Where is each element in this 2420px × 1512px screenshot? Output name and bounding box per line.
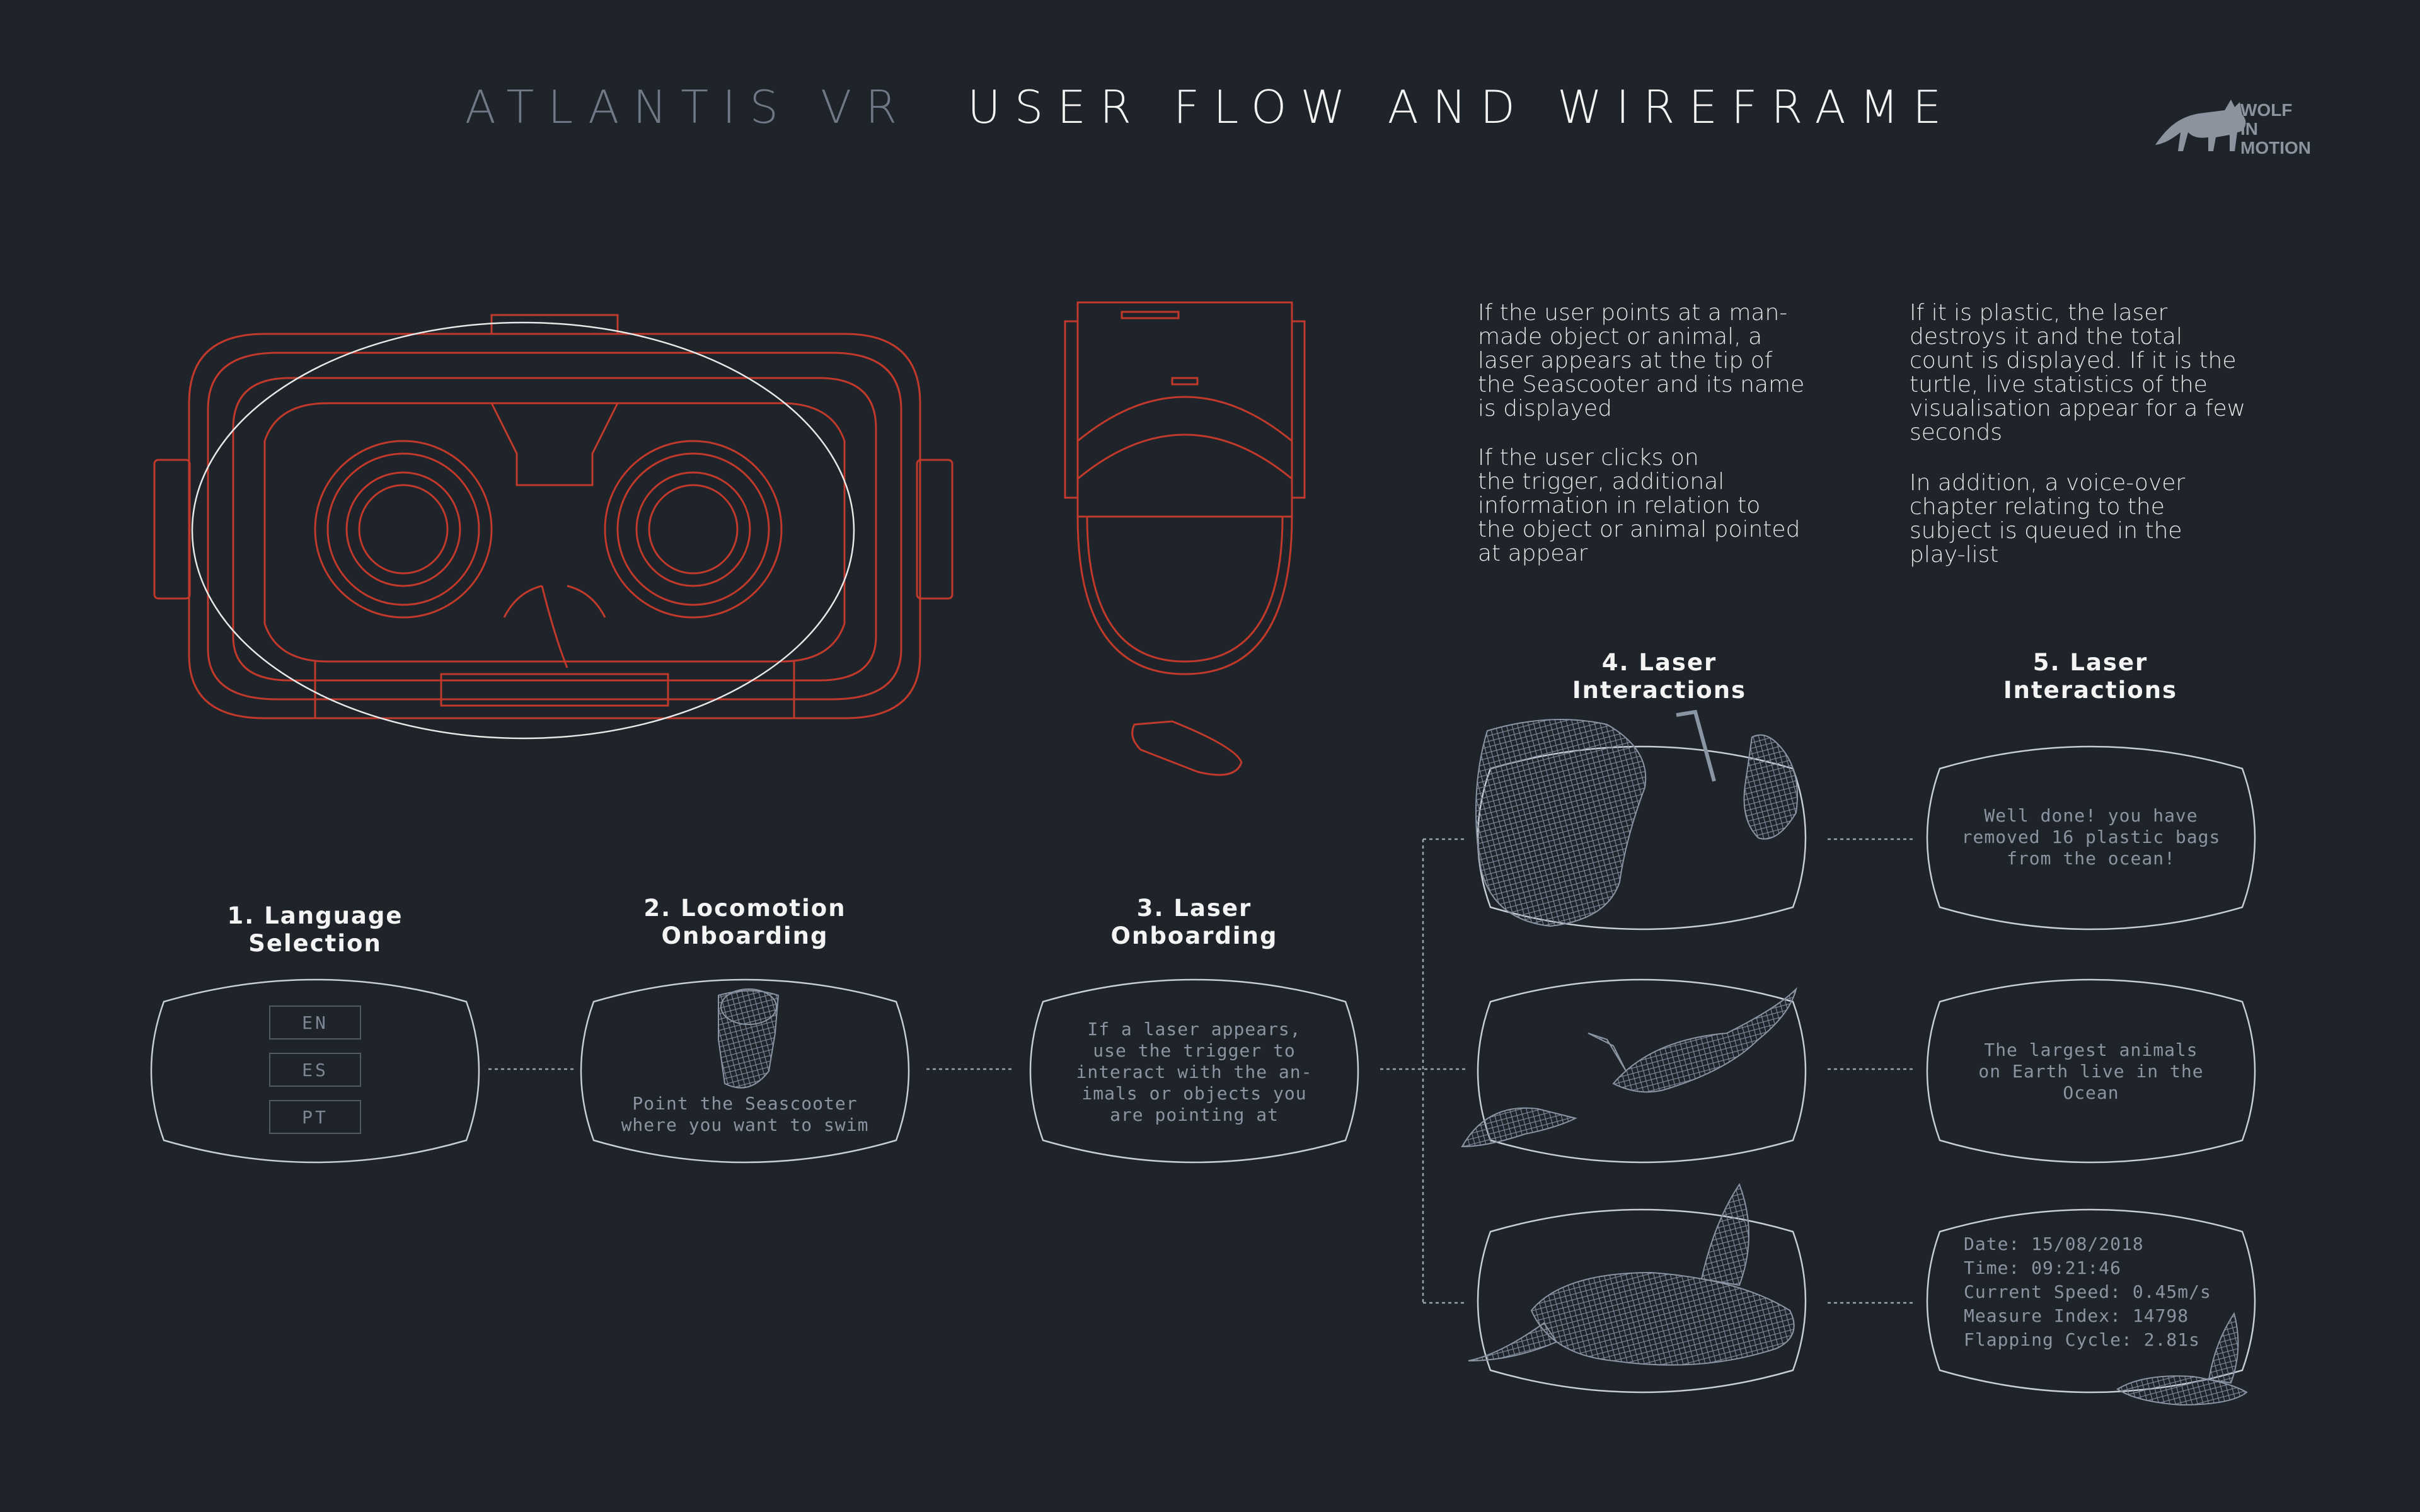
controller-illustration <box>1131 720 1243 776</box>
screen-whale <box>1477 978 1807 1164</box>
locomotion-instruction: Point the Seascooter where you want to s… <box>621 1093 869 1135</box>
screen-result-turtle <box>1926 1208 2256 1394</box>
vr-headset-top-illustration <box>1064 301 1306 675</box>
whale-fact-message: The largest animals on Earth live in the… <box>1978 1040 2204 1103</box>
logo-line: WOLF <box>2240 100 2293 120</box>
description-laser-result: If it is plastic, the laser destroys it … <box>1910 300 2246 445</box>
small-turtle-illustration <box>2116 1312 2248 1406</box>
screen-plastic <box>1477 745 1807 931</box>
description-laser-point: If the user points at a man- made object… <box>1478 300 1805 421</box>
title-main: USER FLOW AND WIREFRAME <box>967 81 1956 134</box>
page-title: ATLANTIS VR USER FLOW AND WIREFRAME <box>0 81 2420 134</box>
step-label-laser-interactions: 4. Laser Interactions <box>1572 649 1747 704</box>
wolf-icon <box>2155 100 2246 151</box>
step-label-laser-results: 5. Laser Interactions <box>2003 649 2178 704</box>
description-voiceover: In addition, a voice-over chapter relati… <box>1910 470 2186 568</box>
plastic-result-message: Well done! you have removed 16 plastic b… <box>1961 805 2221 869</box>
vr-headset-front-illustration <box>153 314 954 719</box>
logo-wordmark: WOLF IN MOTION <box>2240 101 2311 158</box>
laser-instruction: If a laser appears, use the trigger to i… <box>1076 1019 1313 1125</box>
screen-turtle <box>1477 1208 1807 1394</box>
turtle-illustration <box>1468 1183 1795 1366</box>
headset-fov-outline <box>191 321 855 740</box>
flow-connectors <box>488 838 1913 1304</box>
logo-line: IN <box>2240 119 2258 139</box>
step-label-locomotion: 2. Locomotion Onboarding <box>643 895 846 949</box>
plastic-bag-illustration <box>1475 719 1798 927</box>
language-button-es[interactable]: ES <box>269 1053 361 1087</box>
screen-result-whale <box>1926 978 2256 1164</box>
logo-line: MOTION <box>2240 138 2311 158</box>
laser-illustration <box>1676 709 1716 782</box>
screen-locomotion <box>580 978 910 1164</box>
step-label-language: 1. Language Selection <box>227 902 403 957</box>
screen-language <box>150 978 480 1164</box>
language-button-en[interactable]: EN <box>269 1005 361 1040</box>
screen-laser-onboarding <box>1029 978 1359 1164</box>
seascooter-illustration <box>718 988 780 1089</box>
language-button-pt[interactable]: PT <box>269 1100 361 1134</box>
step-label-laser-onboarding: 3. Laser Onboarding <box>1110 895 1278 949</box>
whale-illustration <box>1461 987 1797 1148</box>
title-project: ATLANTIS VR <box>464 81 911 134</box>
turtle-statistics: Date: 15/08/2018 Time: 09:21:46 Current … <box>1964 1234 2211 1350</box>
screen-result-plastic <box>1926 745 2256 931</box>
description-laser-click: If the user clicks on the trigger, addit… <box>1478 445 1801 566</box>
